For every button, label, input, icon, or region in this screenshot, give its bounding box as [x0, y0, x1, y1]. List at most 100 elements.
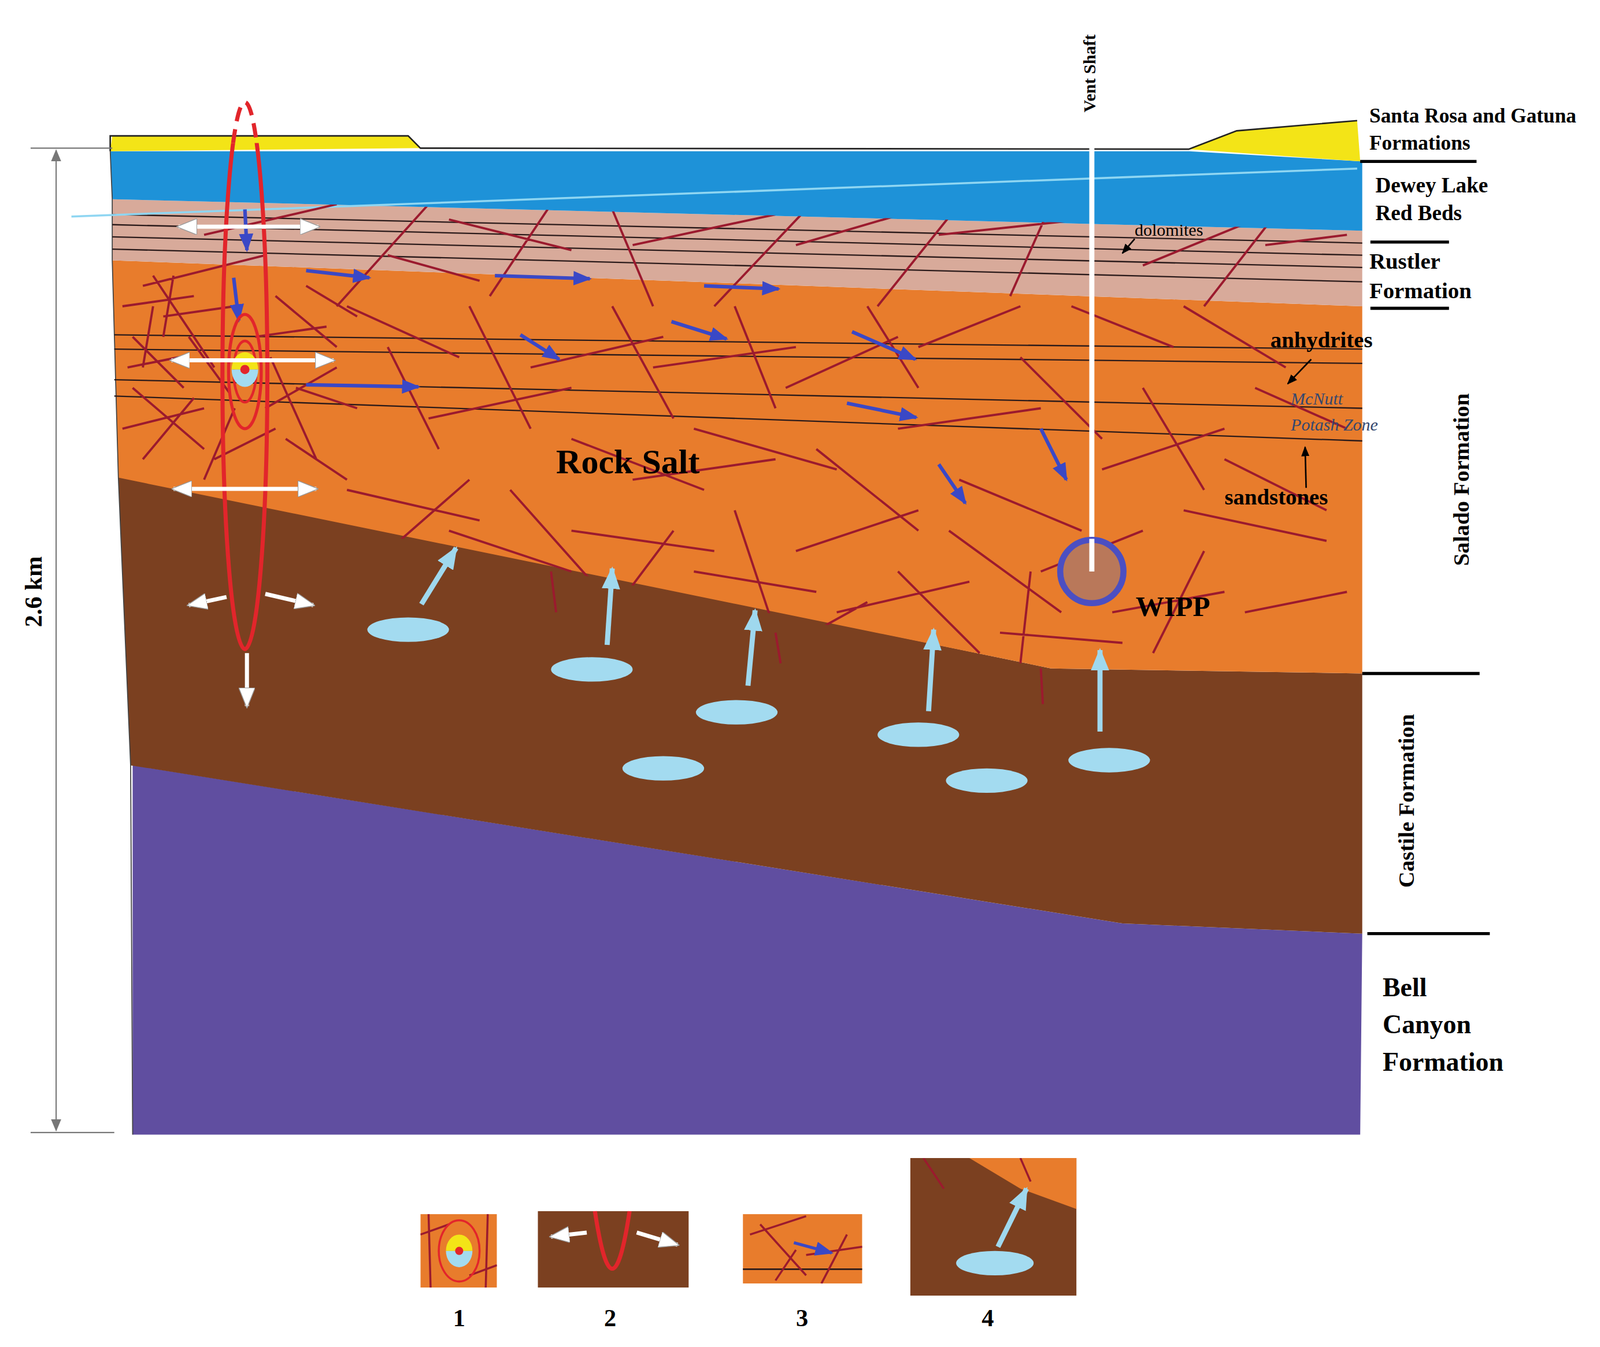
stress-arrows: [171, 226, 335, 490]
sample-ellipse-arc: [594, 1211, 630, 1270]
stress-arrow: [173, 486, 317, 491]
pointer-arrow: [1122, 238, 1135, 254]
legend-number: 2: [604, 1306, 617, 1331]
shaft-label: Vent Shaft: [1079, 34, 1100, 113]
pointer-arrow: [1305, 447, 1307, 489]
sample-stress-arrow: [550, 1232, 587, 1237]
pointer-arrow: [1287, 359, 1312, 384]
site-label: WIPP: [1135, 589, 1211, 624]
deformation-zone-ellipse: [222, 143, 268, 650]
pointer-arrows: [1122, 238, 1312, 488]
formation-label: Bell Canyon Formation: [1382, 969, 1511, 1081]
sandstone-line: [114, 395, 1363, 442]
sandstone-line: [114, 379, 1363, 409]
stress-arrow: [265, 594, 314, 606]
brine-pocket: [877, 722, 959, 747]
brine-pocket: [945, 768, 1028, 794]
brine-rise-arrows: [421, 547, 1100, 732]
flow-arrow: [306, 270, 370, 278]
flow-arrow: [704, 286, 779, 290]
dimension-tick: [30, 147, 113, 149]
rustler-layer-line: [112, 214, 1363, 243]
sample-fractures: [923, 1158, 1031, 1190]
formation-label: Salado Formation: [1447, 393, 1476, 566]
vent-shaft: [1089, 143, 1095, 572]
sample-fractures: [420, 1214, 497, 1288]
stress-arrow: [171, 358, 335, 363]
flow-arrow: [520, 334, 559, 359]
legend-sample-2: [537, 1211, 689, 1288]
santa-rosa-left-band: [110, 135, 421, 151]
legend-sample-4: [910, 1158, 1077, 1296]
salado-band: [112, 260, 1363, 674]
dimension-label: 2.6 km: [19, 556, 49, 628]
flow-arrow: [938, 464, 966, 504]
flow-arrow: [245, 209, 248, 251]
legend-sample-1: [420, 1214, 497, 1288]
sample-background: [537, 1211, 689, 1288]
brine-flow-arrows: [233, 209, 1066, 503]
layer-label: anhydrites: [1270, 326, 1373, 354]
rise-arrow: [747, 610, 755, 687]
fracture-tail: [550, 571, 1043, 705]
sample-background: [742, 1214, 863, 1284]
stress-arrow: [189, 597, 227, 606]
flow-arrow: [852, 331, 916, 360]
divider-line: [1367, 932, 1491, 936]
sample-layer-line: [742, 1268, 863, 1271]
source-point: [240, 364, 250, 374]
sample-stress-arrow: [636, 1232, 679, 1246]
sample-ellipse: [438, 1220, 480, 1283]
sample-flow-arrow: [793, 1243, 832, 1254]
divider-line: [1370, 306, 1450, 310]
brine-pocket: [1068, 747, 1150, 773]
brine-pocket: [550, 657, 633, 682]
flow-arrow: [494, 275, 590, 279]
sample-background: [910, 1158, 1077, 1296]
block-edge: [110, 151, 133, 1136]
legend-sample-3: [742, 1214, 863, 1284]
legend-number: 4: [981, 1306, 994, 1331]
formation-label: Santa Rosa and Gatuna Formations: [1369, 102, 1590, 158]
divider-line: [1362, 672, 1480, 676]
anhydrite-line: [114, 334, 1363, 350]
divider-line: [1370, 240, 1450, 244]
layer-label: sandstones: [1224, 483, 1328, 511]
flow-arrow: [846, 403, 917, 418]
stress-arrows-lower: [189, 594, 314, 707]
sample-brine-pocket: [956, 1251, 1034, 1276]
rise-arrow: [421, 547, 457, 605]
stress-arrow: [178, 224, 319, 229]
rustler-layer-line: [112, 249, 1363, 282]
vent-shaft-inner: [1089, 538, 1095, 572]
divider-line: [1360, 160, 1477, 164]
zone-label: McNutt Potash Zone: [1290, 385, 1395, 438]
formation-label: Dewey Lake Red Beds: [1375, 171, 1519, 228]
deformation-zone-ellipse-dashed: [222, 102, 268, 144]
formation-label: Rustler Formation: [1369, 246, 1507, 306]
legend-number: 1: [453, 1306, 466, 1331]
brine-pocket: [367, 617, 450, 642]
brine-pocket: [695, 700, 778, 725]
flow-arrow: [306, 384, 419, 388]
sample-background: [420, 1214, 497, 1288]
brine-pocket: [622, 756, 705, 781]
formation-label: Castile Formation: [1392, 713, 1420, 888]
layer-label: dolomites: [1134, 219, 1203, 241]
flow-arrow: [1041, 428, 1067, 480]
rise-arrow: [606, 568, 613, 646]
dimension-line: [55, 150, 57, 1131]
sample-source-point: [454, 1247, 464, 1256]
flow-arrow: [671, 321, 727, 339]
formation-dividers: [1360, 161, 1490, 934]
legend-number: 3: [795, 1306, 809, 1331]
rise-arrow: [928, 630, 934, 712]
rise-arrow: [1097, 650, 1103, 732]
stress-arrow: [245, 653, 250, 707]
sample-fractures: [750, 1216, 863, 1285]
rock-label: Rock Salt: [556, 441, 700, 483]
fracture-network: [122, 204, 1347, 664]
